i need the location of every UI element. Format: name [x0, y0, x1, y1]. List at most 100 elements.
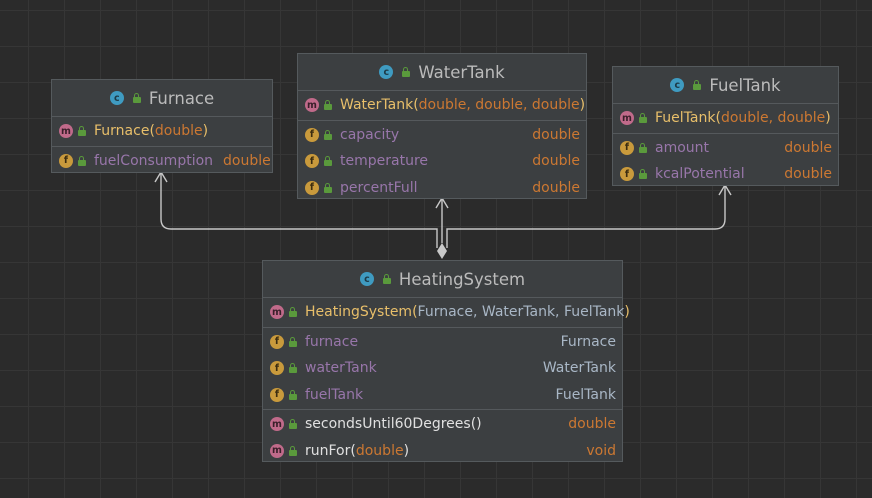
constructor-params: double — [154, 123, 203, 140]
paren-close: ) — [825, 110, 831, 127]
public-lock-icon — [402, 67, 411, 77]
public-lock-icon — [324, 156, 333, 167]
method-row[interactable]: m secondsUntil60Degrees ( ) double — [263, 411, 622, 438]
field-name: fuelTank — [305, 386, 364, 403]
field-name: waterTank — [305, 360, 377, 377]
fields-section: f capacity double f temperature double f… — [298, 121, 586, 203]
constructor-row[interactable]: m WaterTank ( double, double, double ) — [298, 92, 586, 119]
paren-open: ( — [350, 442, 356, 459]
paren-close: ) — [403, 442, 410, 459]
field-name: capacity — [340, 126, 400, 143]
return-type: void — [586, 442, 616, 459]
field-icon: f — [270, 387, 284, 402]
paren-close: ) — [202, 123, 209, 140]
paren-close: ) — [579, 97, 586, 114]
field-icon: f — [305, 127, 319, 142]
constructors-section: m FuelTank ( double, double ) — [613, 104, 838, 134]
method-params: double — [355, 442, 404, 459]
class-fueltank[interactable]: c FuelTank m FuelTank ( double, double )… — [612, 66, 839, 186]
field-row[interactable]: f percentFull double — [298, 175, 586, 202]
method-icon: m — [305, 98, 319, 113]
class-name: HeatingSystem — [398, 269, 526, 289]
field-type: Furnace — [560, 333, 616, 350]
method-icon: m — [620, 111, 634, 126]
field-name: percentFull — [340, 179, 418, 196]
constructor-row[interactable]: m HeatingSystem ( Furnace, WaterTank, Fu… — [263, 299, 630, 326]
public-lock-icon — [639, 142, 648, 153]
field-type: double — [532, 126, 580, 143]
public-lock-icon — [382, 274, 392, 284]
public-lock-icon — [693, 80, 702, 90]
method-icon: m — [59, 124, 73, 139]
method-icon: m — [270, 305, 284, 320]
public-lock-icon — [289, 419, 298, 430]
public-lock-icon — [132, 93, 142, 103]
class-name: WaterTank — [418, 62, 505, 82]
constructor-row[interactable]: m FuelTank ( double, double ) — [613, 105, 838, 132]
field-type: double — [532, 179, 580, 196]
fields-section: f furnace Furnace f waterTank WaterTank … — [263, 328, 622, 410]
paren-close: ) — [624, 304, 630, 321]
public-lock-icon — [78, 155, 87, 166]
field-icon: f — [59, 153, 73, 168]
class-header: c HeatingSystem — [263, 261, 622, 298]
field-name: amount — [655, 139, 710, 156]
fields-section: f fuelConsumption double — [52, 147, 272, 176]
constructor-name: HeatingSystem — [305, 304, 413, 321]
field-icon: f — [305, 154, 319, 169]
public-lock-icon — [324, 182, 333, 193]
constructor-params: double, double — [720, 110, 826, 127]
field-type: FuelTank — [555, 386, 616, 403]
constructors-section: m HeatingSystem ( Furnace, WaterTank, Fu… — [263, 298, 630, 328]
field-icon: f — [270, 361, 284, 376]
paren-open: ( — [470, 416, 477, 433]
class-heatingsystem[interactable]: c HeatingSystem m HeatingSystem ( Furnac… — [262, 260, 630, 465]
class-header: c Furnace — [52, 80, 272, 117]
field-type: double — [532, 153, 580, 170]
public-lock-icon — [289, 336, 298, 347]
field-type: WaterTank — [542, 360, 616, 377]
constructor-row[interactable]: m Furnace ( double ) — [52, 118, 272, 145]
paren-open: ( — [715, 110, 721, 127]
field-icon: f — [620, 167, 634, 182]
field-row[interactable]: f fuelConsumption double — [52, 148, 272, 175]
field-row[interactable]: f capacity double — [298, 122, 586, 149]
methods-section: m secondsUntil60Degrees ( ) double m run… — [263, 410, 622, 465]
public-lock-icon — [639, 169, 648, 180]
constructor-name: Furnace — [94, 123, 150, 140]
method-name: runFor — [305, 442, 351, 459]
class-icon: c — [109, 91, 124, 105]
public-lock-icon — [324, 100, 333, 111]
class-icon: c — [359, 272, 374, 286]
class-header: c WaterTank — [298, 54, 586, 91]
method-icon: m — [270, 443, 284, 458]
field-row[interactable]: f kcalPotential double — [613, 161, 838, 188]
public-lock-icon — [289, 445, 298, 456]
constructor-name: WaterTank — [340, 97, 414, 114]
field-row[interactable]: f furnace Furnace — [263, 329, 622, 356]
field-type: double — [223, 152, 271, 169]
field-row[interactable]: f fuelTank FuelTank — [263, 382, 622, 409]
paren-close: ) — [476, 416, 482, 433]
class-name: FuelTank — [709, 75, 781, 95]
field-row[interactable]: f waterTank WaterTank — [263, 355, 622, 382]
field-type: double — [784, 139, 832, 156]
field-type: double — [784, 166, 832, 183]
constructor-name: FuelTank — [655, 110, 716, 127]
field-row[interactable]: f amount double — [613, 135, 838, 162]
method-row[interactable]: m runFor ( double ) void — [263, 438, 622, 465]
return-type: double — [568, 416, 616, 433]
class-header: c FuelTank — [613, 67, 838, 104]
fields-section: f amount double f kcalPotential double — [613, 134, 838, 189]
class-furnace[interactable]: c Furnace m Furnace ( double ) f fuelCon… — [51, 79, 273, 173]
paren-open: ( — [413, 97, 419, 114]
public-lock-icon — [639, 113, 648, 124]
class-icon: c — [379, 65, 394, 79]
method-icon: m — [270, 417, 284, 432]
public-lock-icon — [289, 363, 298, 374]
class-watertank[interactable]: c WaterTank m WaterTank ( double, double… — [297, 53, 587, 199]
public-lock-icon — [289, 307, 298, 318]
constructor-params: Furnace, WaterTank, FuelTank — [417, 304, 625, 321]
field-row[interactable]: f temperature double — [298, 148, 586, 175]
class-icon: c — [670, 78, 685, 92]
